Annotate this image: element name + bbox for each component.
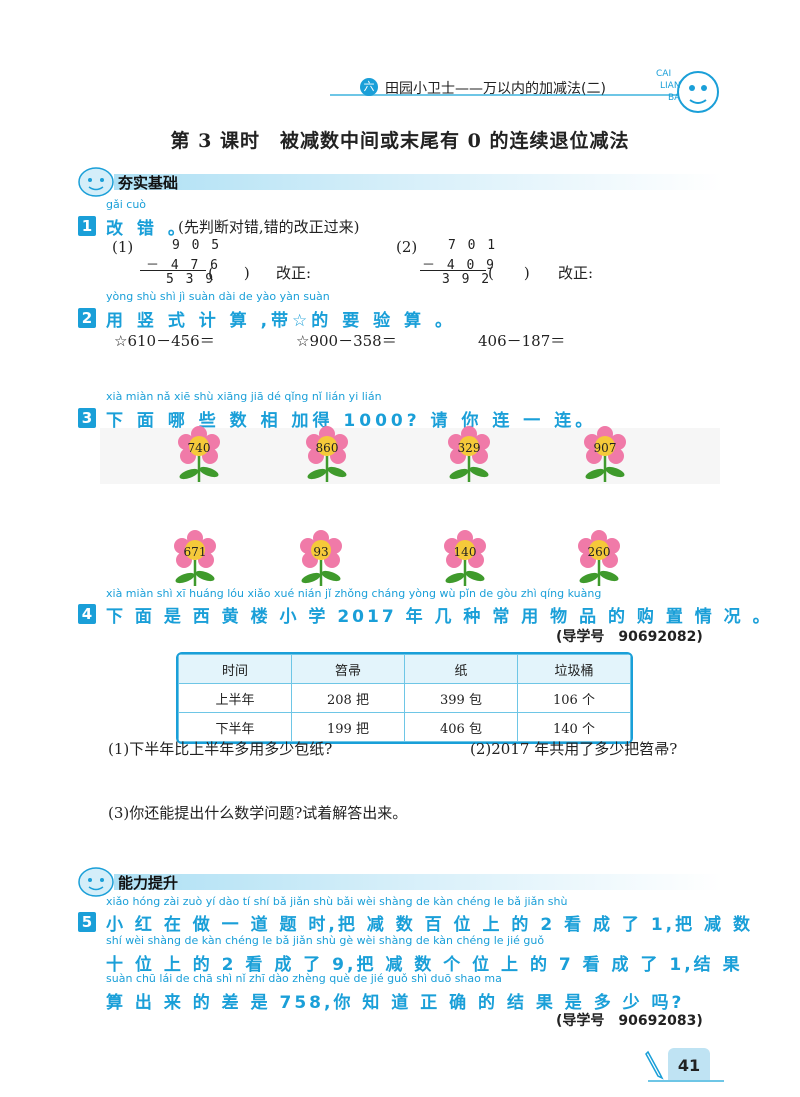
table-header-cell: 笤帚 [291, 654, 405, 684]
q5-line-3: 算 出 来 的 差 是 758,你 知 道 正 确 的 结 果 是 多 少 吗? [106, 993, 685, 1013]
svg-text:CAI: CAI [656, 69, 671, 79]
q4-pinyin: xià miàn shì xī huáng lóu xiǎo xué nián … [106, 587, 602, 600]
table-row: 上半年 208 把 399 包 106 个 [178, 683, 631, 713]
q4-sub1: (1)下半年比上半年多用多少包纸? [108, 740, 333, 758]
q1-part2-minuend: 7 0 1 [448, 238, 498, 253]
pencil-icon [645, 1050, 664, 1080]
section-banner-advanced: 能力提升 [76, 867, 722, 897]
q1-part1-fix: 改正: [276, 264, 312, 282]
q2-item-3: 406－187＝ [478, 332, 566, 350]
q5-line-2: 十 位 上 的 2 看 成 了 9,把 减 数 个 位 上 的 7 看 成 了 … [106, 955, 743, 975]
table-header-cell: 垃圾桶 [517, 654, 631, 684]
flower-bottom-2[interactable]: 93 [294, 530, 348, 592]
flower-top-4[interactable]: 907 [578, 426, 632, 488]
table-header-cell: 纸 [404, 654, 518, 684]
q2-pinyin: yòng shù shì jì suàn dài de yào yàn suàn [106, 290, 330, 303]
q2-item-1: ☆610－456＝ [114, 332, 215, 350]
flower-icon [448, 426, 490, 482]
q1-part1-label: (1) [112, 238, 134, 256]
q1-pinyin: gǎi cuò [106, 198, 147, 211]
q1-number: 1 [78, 216, 96, 236]
q1-part1-result: 5 3 9 [166, 272, 216, 287]
q2-title: 用 竖 式 计 算 ,带☆的 要 验 算 。 [106, 311, 456, 331]
unit-title: 田园小卫士——万以内的加减法(二) [385, 81, 606, 97]
page-rule [648, 1080, 724, 1082]
q1-part2-rule [420, 270, 486, 271]
lesson-title: 第 3 课时 被减数中间或末尾有 0 的连续退位减法 [170, 130, 630, 152]
flower-icon [178, 426, 220, 482]
flower-number: 671 [183, 545, 207, 559]
q2-item-2: ☆900－358＝ [296, 332, 397, 350]
purchase-table: 时间 笤帚 纸 垃圾桶 上半年 208 把 399 包 106 个 下半年 19… [176, 652, 633, 744]
q4-title: 下 面 是 西 黄 楼 小 学 2017 年 几 种 常 用 物 品 的 购 置… [106, 607, 773, 627]
flower-icon [578, 530, 620, 586]
table-header-cell: 时间 [178, 654, 292, 684]
q1-part2-judge: ( ) [488, 264, 530, 282]
flower-icon [300, 530, 342, 586]
flower-number: 907 [593, 441, 617, 455]
table-cell: 208 把 [291, 683, 405, 713]
flower-number: 260 [587, 545, 611, 559]
cailianba-logo-icon: CAI LIAN BA [656, 69, 719, 113]
flower-icon [306, 426, 348, 482]
q4-guide-number: (导学号 90692082) [556, 629, 703, 645]
q5-pinyin-2: shí wèi shàng de kàn chéng le bǎ jiǎn sh… [106, 934, 545, 947]
table-cell: 406 包 [404, 712, 518, 742]
header-rule [330, 94, 708, 96]
flower-top-2[interactable]: 860 [300, 426, 354, 488]
q3-number: 3 [78, 408, 96, 428]
page-number: 41 [668, 1048, 710, 1082]
q3-pinyin: xià miàn nǎ xiē shù xiāng jiā dé qǐng nǐ… [106, 390, 382, 403]
q5-line-1: 小 红 在 做 一 道 题 时,把 减 数 百 位 上 的 2 看 成 了 1,… [106, 915, 753, 935]
mascot-icon [78, 167, 114, 197]
flower-top-3[interactable]: 329 [442, 426, 496, 488]
table-row: 下半年 199 把 406 包 140 个 [178, 712, 631, 742]
q5-pinyin-3: suàn chū lái de chā shì nǐ zhī dào zhèng… [106, 972, 502, 985]
table-cell: 140 个 [517, 712, 631, 742]
q1-part2-label: (2) [396, 238, 418, 256]
section-title: 能力提升 [118, 874, 179, 892]
q5-pinyin-1: xiǎo hóng zài zuò yí dào tí shí bǎ jiǎn … [106, 895, 568, 908]
q1-part1-subtrahend: － 4 7 6 [146, 258, 220, 273]
table-cell: 下半年 [178, 712, 292, 742]
flower-number: 740 [187, 441, 211, 455]
flower-top-1[interactable]: 740 [172, 426, 226, 488]
flower-icon [584, 426, 626, 482]
table-cell: 199 把 [291, 712, 405, 742]
svg-text:BA: BA [668, 93, 681, 103]
mascot-icon [78, 867, 114, 897]
q2-number: 2 [78, 308, 96, 328]
flower-bottom-1[interactable]: 671 [168, 530, 222, 592]
flower-icon [444, 530, 486, 586]
q1-part1-minuend: 9 0 5 [172, 238, 222, 253]
table-cell: 399 包 [404, 683, 518, 713]
table-cell: 上半年 [178, 683, 292, 713]
unit-badge: 六 [360, 78, 378, 96]
q1-note: (先判断对错,错的改正过来) [178, 218, 360, 236]
section-banner-basic: 夯实基础 [76, 167, 722, 197]
q4-sub3: (3)你还能提出什么数学问题?试着解答出来。 [108, 804, 408, 822]
svg-text:LIAN: LIAN [660, 81, 681, 91]
q4-number: 4 [78, 604, 96, 624]
flower-number: 860 [315, 441, 339, 455]
flower-number: 329 [457, 441, 481, 455]
flower-icon [174, 530, 216, 586]
q1-part2-result: 3 9 2 [442, 272, 492, 287]
flower-number: 93 [313, 545, 329, 559]
flower-bottom-4[interactable]: 260 [572, 530, 626, 592]
q5-guide-number: (导学号 90692083) [556, 1013, 703, 1029]
flower-number: 140 [453, 545, 477, 559]
q3-title: 下 面 哪 些 数 相 加得 1000? 请 你 连 一 连。 [106, 411, 597, 431]
section-title: 夯实基础 [118, 174, 179, 192]
q1-part2-subtrahend: － 4 0 9 [422, 258, 496, 273]
q1-title: 改 错 。 [106, 219, 189, 239]
table-cell: 106 个 [517, 683, 631, 713]
flower-bottom-3[interactable]: 140 [438, 530, 492, 592]
q1-part2-fix: 改正: [558, 264, 594, 282]
q5-number: 5 [78, 912, 96, 932]
q4-sub2: (2)2017 年共用了多少把笤帚? [470, 740, 678, 758]
q1-part1-rule [140, 270, 206, 271]
q1-part1-judge: ( ) [208, 264, 250, 282]
